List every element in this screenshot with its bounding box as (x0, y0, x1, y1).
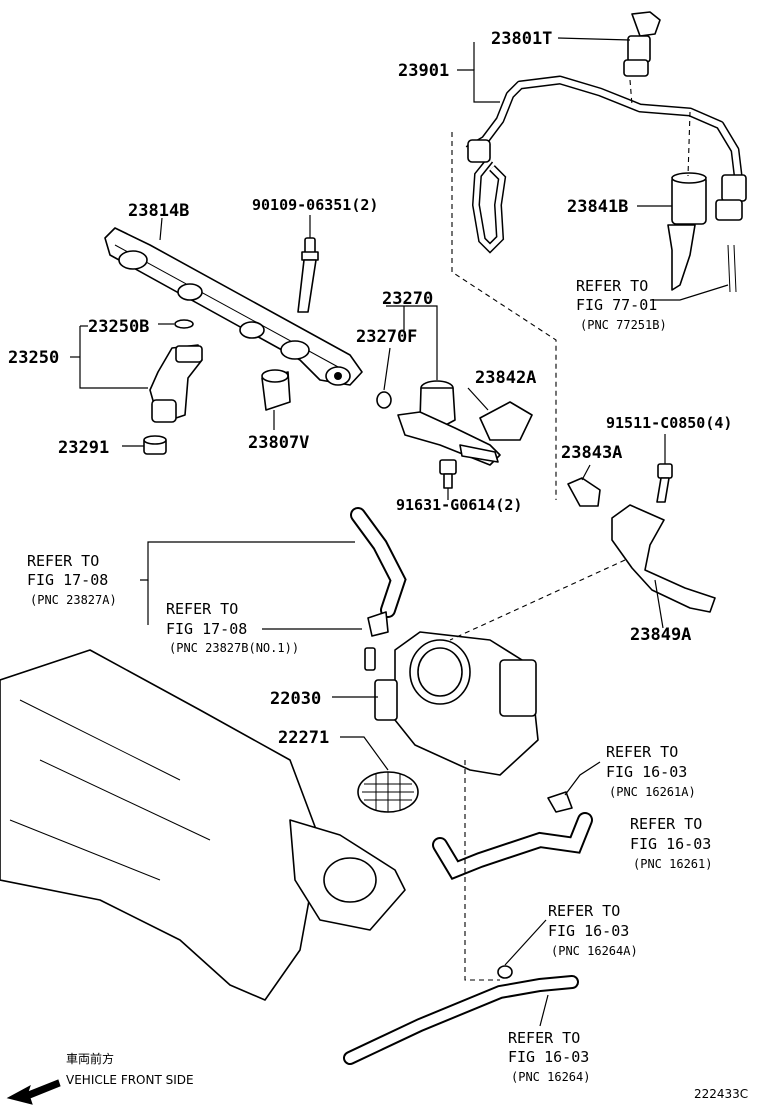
hose-16261-drawing (432, 791, 593, 880)
hose-17-08-drawing (350, 507, 407, 637)
svg-text:(PNC 77251B): (PNC 77251B) (580, 318, 667, 332)
fuel-rail-23814B-drawing (104, 227, 363, 386)
insulator-23807V-drawing (261, 369, 291, 411)
svg-text:(PNC 23827B(NO.1)): (PNC 23827B(NO.1)) (169, 641, 299, 655)
bolt-90109-drawing (297, 237, 319, 313)
dashed-guide-lines (449, 79, 691, 981)
refer-16-03-b: REFER TO FIG 16-03 (PNC 16261) (630, 815, 712, 871)
label-22271: 22271 (278, 728, 329, 748)
svg-text:FIG 16-03: FIG 16-03 (630, 835, 711, 853)
label-23250B: 23250B (88, 317, 149, 337)
svg-text:(PNC 16261A): (PNC 16261A) (609, 785, 696, 799)
diagram-id: 222433C (694, 1087, 748, 1101)
svg-text:REFER TO: REFER TO (576, 277, 648, 295)
label-23270: 23270 (382, 289, 433, 309)
svg-text:REFER TO: REFER TO (166, 600, 238, 618)
vehicle-front-jp: 車両前方 (66, 1051, 114, 1066)
label-22030: 22030 (270, 689, 321, 709)
hose-16264-drawing (343, 965, 579, 1065)
refer-17-08-b: REFER TO FIG 17-08 (PNC 23827B(NO.1)) (166, 600, 299, 655)
connector-23801T-drawing (623, 11, 661, 77)
gasket-22271-drawing (357, 771, 419, 813)
svg-text:REFER TO: REFER TO (27, 552, 99, 570)
arrow-left-down-icon (6, 1079, 61, 1105)
vsv-23841B-drawing (667, 172, 737, 293)
label-23807V: 23807V (248, 433, 309, 453)
bracket-23849A-drawing (611, 504, 716, 613)
vehicle-front-en: VEHICLE FRONT SIDE (66, 1073, 194, 1087)
svg-text:(PNC 23827A): (PNC 23827A) (30, 593, 117, 607)
clip-23842A-drawing (479, 401, 533, 441)
label-23842A: 23842A (475, 368, 536, 388)
label-91631: 91631-G0614(2) (396, 496, 522, 514)
clip-23843A-drawing (567, 477, 601, 507)
label-23814B: 23814B (128, 201, 189, 221)
grommet-23291-drawing (143, 435, 167, 455)
refer-77-01: REFER TO FIG 77-01 (PNC 77251B) (576, 277, 667, 332)
injector-23250-drawing (149, 344, 203, 423)
label-23250: 23250 (8, 348, 59, 368)
oring-23250B-drawing (174, 319, 194, 329)
regulator-23270-drawing (397, 380, 501, 466)
label-23270F: 23270F (356, 327, 417, 347)
svg-text:REFER TO: REFER TO (548, 902, 620, 920)
svg-text:FIG 16-03: FIG 16-03 (508, 1048, 589, 1066)
throttle-body-22030-drawing (364, 631, 539, 776)
svg-text:REFER TO: REFER TO (508, 1029, 580, 1047)
label-23843A: 23843A (561, 443, 622, 463)
label-23291: 23291 (58, 438, 109, 458)
label-23849A: 23849A (630, 625, 691, 645)
bolt-91631-drawing (439, 459, 457, 489)
label-23801T: 23801T (491, 29, 552, 49)
refer-16-03-a: REFER TO FIG 16-03 (PNC 16261A) (606, 743, 696, 799)
label-23901: 23901 (398, 61, 449, 81)
oring-23270F-drawing (376, 391, 392, 409)
svg-text:FIG 16-03: FIG 16-03 (606, 763, 687, 781)
intake-manifold-drawing (0, 649, 406, 1001)
svg-text:(PNC 16264): (PNC 16264) (511, 1070, 590, 1084)
svg-text:(PNC 16261): (PNC 16261) (633, 857, 712, 871)
bolt-91511-drawing (656, 463, 673, 503)
svg-text:FIG 77-01: FIG 77-01 (576, 296, 657, 314)
svg-text:FIG 17-08: FIG 17-08 (27, 571, 108, 589)
refer-16-03-c: REFER TO FIG 16-03 (PNC 16264A) (548, 902, 638, 958)
refer-17-08-a: REFER TO FIG 17-08 (PNC 23827A) (27, 552, 117, 607)
svg-text:REFER TO: REFER TO (606, 743, 678, 761)
label-90109: 90109-06351(2) (252, 196, 378, 214)
label-91511: 91511-C0850(4) (606, 414, 732, 432)
svg-text:FIG 17-08: FIG 17-08 (166, 620, 247, 638)
svg-text:(PNC 16264A): (PNC 16264A) (551, 944, 638, 958)
svg-text:FIG 16-03: FIG 16-03 (548, 922, 629, 940)
svg-text:REFER TO: REFER TO (630, 815, 702, 833)
leader-lines (70, 37, 729, 1027)
hose-23901-drawing (465, 75, 747, 254)
refer-16-03-d: REFER TO FIG 16-03 (PNC 16264) (508, 1029, 590, 1084)
label-23841B: 23841B (567, 197, 628, 217)
